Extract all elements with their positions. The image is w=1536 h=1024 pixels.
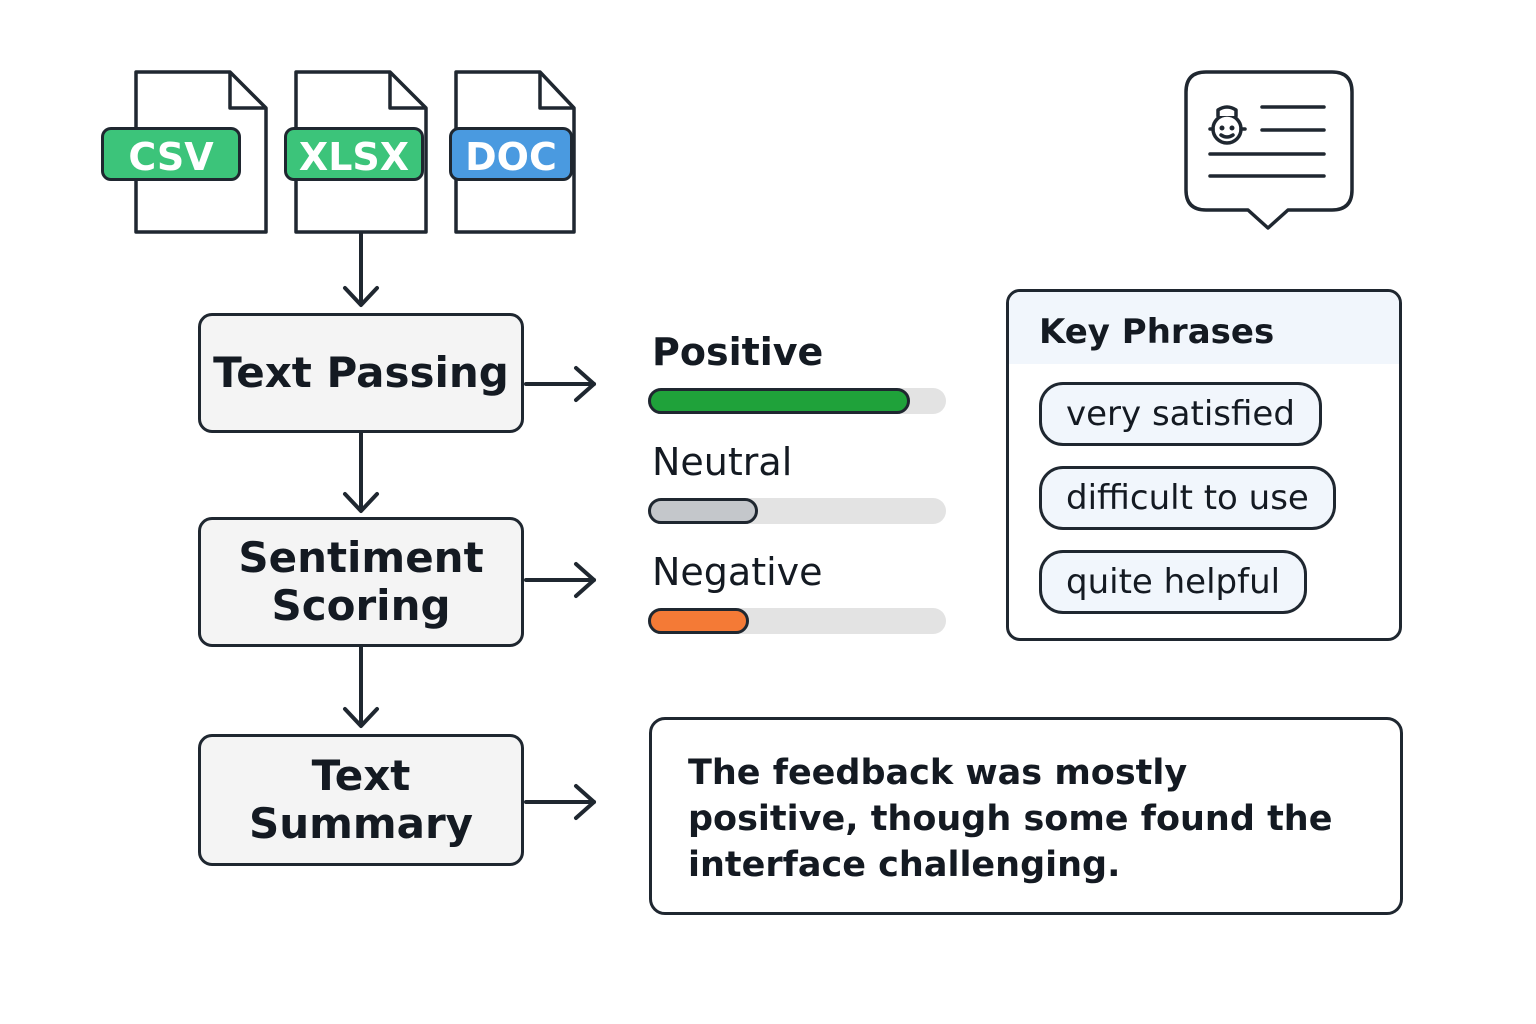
key-phrase-chip: difficult to use [1039,466,1336,530]
step-sentiment-scoring: Sentiment Scoring [198,517,524,647]
arrow-icon [524,562,596,598]
sentiment-fill-positive [648,388,911,414]
chat-document-icon [1184,70,1354,230]
key-phrase-chip: quite helpful [1039,550,1308,614]
sentiment-bar-negative [648,608,946,634]
sentiment-fill-negative [648,608,750,634]
arrow-icon [524,784,596,820]
key-phrase-chip: very satisfied [1039,382,1322,446]
file-badge-doc: DOC [449,127,573,181]
sentiment-label-positive: Positive [652,330,824,374]
sentiment-label-negative: Negative [652,550,823,594]
file-badge-csv: CSV [101,127,241,181]
file-badge-xlsx: XLSX [284,127,424,181]
sentiment-bar-neutral [648,498,946,524]
arrow-icon [343,431,379,513]
step-text-summary: Text Summary [198,734,524,866]
arrow-icon [343,645,379,728]
arrow-icon [524,366,596,402]
sentiment-label-neutral: Neutral [652,440,793,484]
key-phrases-panel: Key Phrases very satisfied difficult to … [1006,289,1402,641]
summary-text: The feedback was mostly positive, though… [688,753,1333,885]
step-text-passing: Text Passing [198,313,524,433]
sentiment-bar-positive [648,388,946,414]
arrow-icon [343,232,379,307]
bot-face-icon [1208,105,1247,145]
summary-box: The feedback was mostly positive, though… [649,717,1403,915]
sentiment-fill-neutral [648,498,759,524]
key-phrases-title: Key Phrases [1009,292,1399,364]
